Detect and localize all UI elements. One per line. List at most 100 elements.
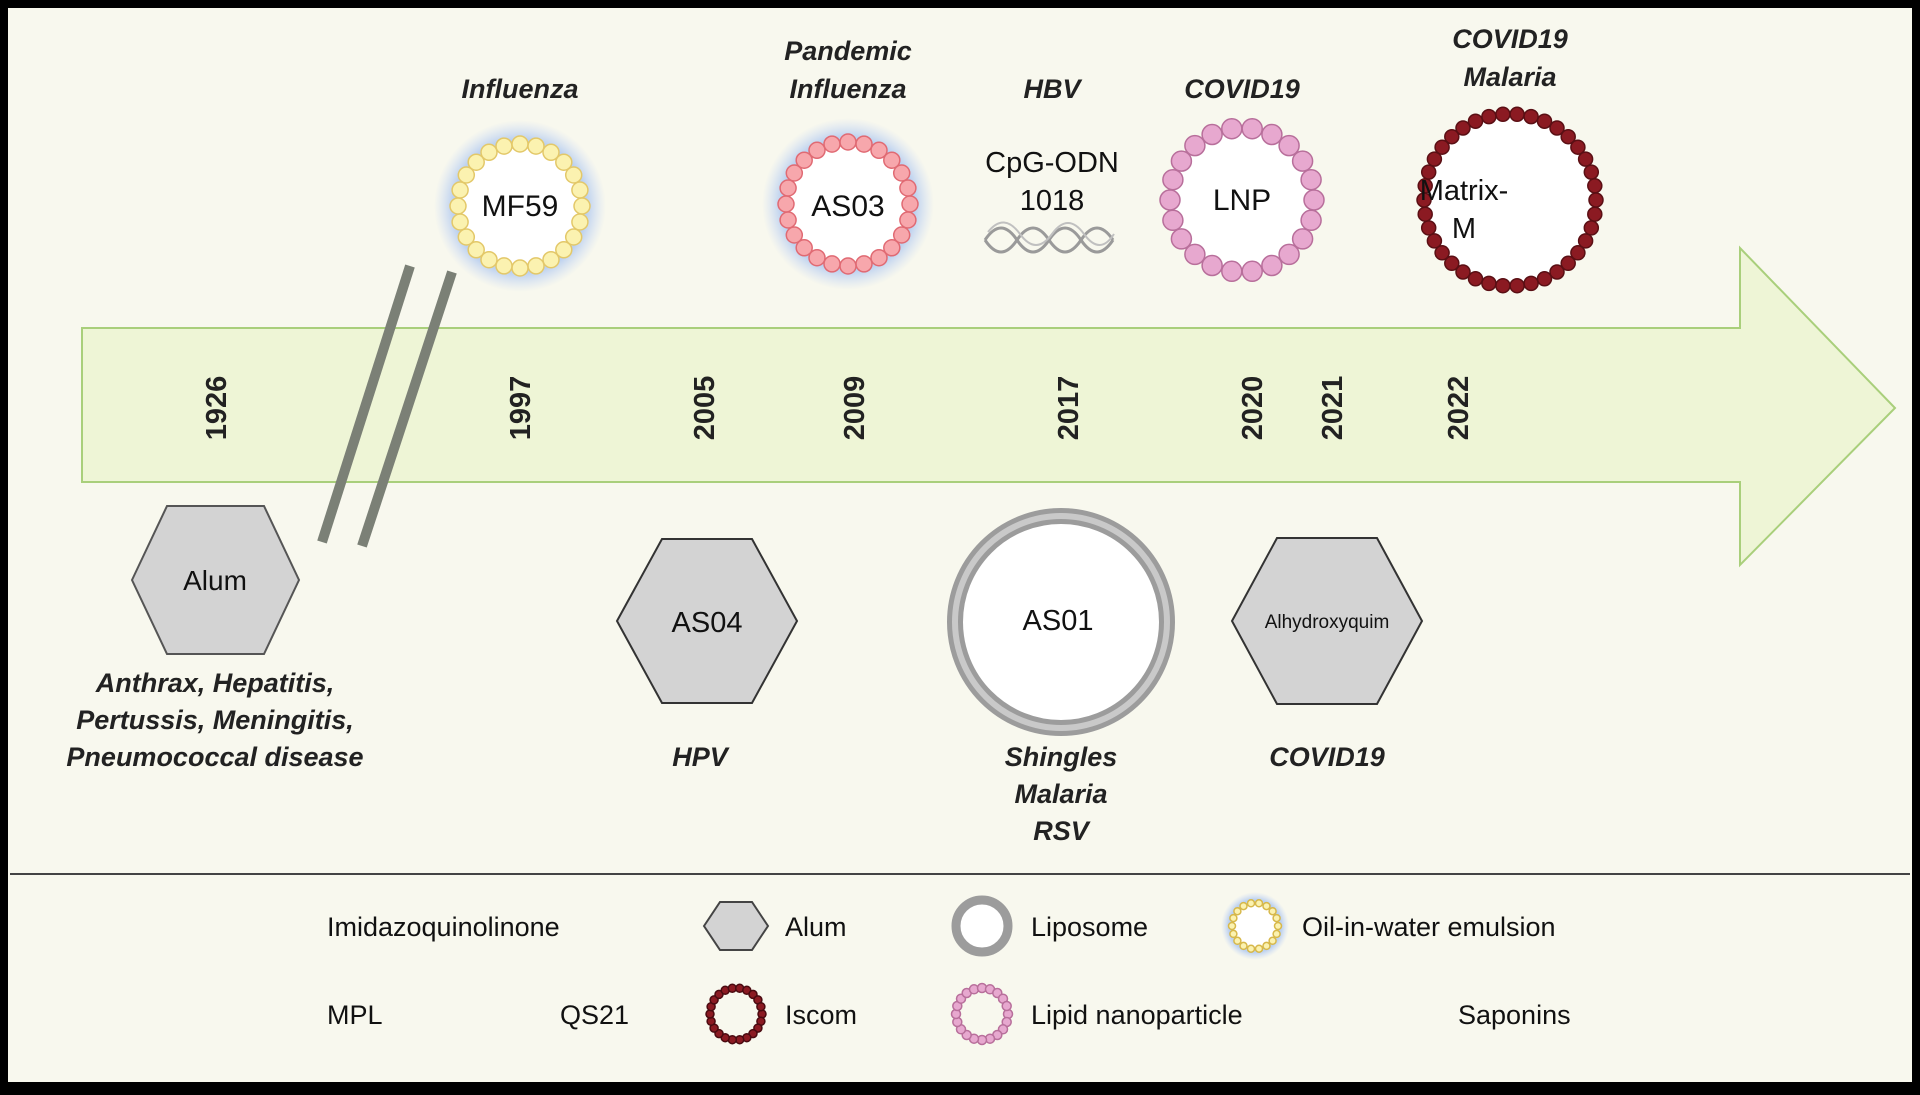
bead (808, 141, 826, 160)
oil-in-water-legend-icon (1221, 892, 1289, 960)
bead (756, 1001, 766, 1012)
bead (1587, 178, 1603, 194)
year-2022: 2022 (1443, 376, 1475, 441)
bead (1577, 151, 1594, 167)
bead (527, 257, 545, 275)
bead (883, 151, 901, 169)
bead (1001, 1000, 1012, 1012)
bead (1481, 275, 1497, 292)
bead (1239, 901, 1248, 911)
bead (1246, 899, 1256, 908)
bead (795, 239, 813, 257)
mf59-label: MF59 (482, 190, 559, 223)
bead (1570, 139, 1586, 155)
bead (495, 257, 513, 275)
bead (870, 141, 888, 160)
bead (1291, 228, 1314, 250)
bead (823, 255, 841, 273)
bead (1162, 168, 1184, 191)
lnp-nanoparticle-icon (1159, 117, 1325, 283)
bead (527, 137, 545, 155)
alum-disease-label-1: Anthrax, Hepatitis, (95, 668, 335, 698)
bead (1426, 151, 1443, 167)
bead (564, 166, 583, 184)
bead (839, 257, 857, 275)
bead (451, 213, 469, 231)
bead (1303, 189, 1325, 211)
year-2021: 2021 (1317, 376, 1349, 441)
legend-oil-in-water: Oil-in-water emulsion (1302, 912, 1556, 942)
bead (571, 213, 589, 231)
matrixm-label-1: Matrix- (1420, 175, 1509, 207)
bead (1261, 254, 1283, 277)
alhydroxyquim-disease-label: COVID19 (1269, 742, 1385, 772)
lnp-disease-label: COVID19 (1184, 74, 1300, 104)
bead (839, 133, 857, 151)
bead (1184, 134, 1206, 157)
bead (467, 153, 485, 171)
cpg-disease-label: HBV (1023, 74, 1082, 104)
bead (1523, 108, 1539, 125)
bead (1509, 277, 1525, 294)
alum-label: Alum (183, 565, 247, 596)
year-1926: 1926 (201, 376, 233, 441)
bead (870, 248, 888, 267)
bead (1254, 944, 1264, 953)
as04-disease-label: HPV (672, 742, 730, 772)
matrixm-iscom-icon (1416, 106, 1604, 294)
legend-alum: Alum (785, 912, 847, 942)
bead (571, 181, 589, 199)
legend-liposome: Liposome (1031, 912, 1148, 942)
bead (1278, 243, 1300, 266)
bead (899, 179, 917, 197)
as01-disease-label-1: Shingles (1005, 742, 1118, 772)
mf59-disease-label: Influenza (461, 74, 578, 104)
bead (1536, 271, 1553, 287)
bead (1241, 117, 1263, 140)
mf59-emulsion-icon (434, 120, 606, 292)
bead (1434, 139, 1450, 155)
timeline-arrow (81, 245, 1897, 568)
bead (1268, 936, 1277, 946)
bead (823, 135, 841, 153)
bead (1509, 106, 1525, 123)
bead (1254, 899, 1264, 908)
bead (1420, 220, 1437, 236)
bead (1467, 113, 1484, 129)
bead (1229, 929, 1238, 939)
alum-legend-icon (702, 901, 770, 951)
cpg-label-1: CpG-ODN (985, 147, 1119, 179)
alum-disease-label-3: Pneumococcal disease (66, 742, 363, 772)
alhydroxyquim-icon (1230, 537, 1424, 705)
bead (511, 135, 529, 153)
bead (795, 151, 813, 169)
bead (1229, 913, 1238, 923)
year-2005: 2005 (689, 376, 721, 441)
bead (1455, 120, 1471, 136)
bead (1159, 189, 1181, 211)
bead (511, 259, 529, 277)
bead (1426, 233, 1443, 249)
bead (1272, 929, 1281, 939)
year-2017: 2017 (1053, 376, 1085, 441)
bead (467, 241, 485, 259)
dna-helix-icon (983, 221, 1115, 254)
bead (1273, 921, 1283, 931)
axis-break-mark (357, 270, 457, 548)
bead (899, 211, 917, 229)
matrixm-disease-label-1: COVID19 (1452, 24, 1568, 54)
bead (1239, 941, 1248, 951)
bead (1434, 245, 1450, 261)
bead (1162, 209, 1184, 232)
bead (1495, 106, 1511, 123)
bead (1549, 264, 1565, 280)
as01-liposome-icon (947, 508, 1175, 736)
bead (1560, 128, 1576, 145)
bead (542, 250, 560, 269)
bead (855, 135, 873, 153)
legend: Imidazoquinolinone Alum Liposome Oil-in-… (327, 892, 1571, 1046)
bead (855, 255, 873, 273)
bead (1262, 941, 1271, 951)
bead (1246, 944, 1256, 953)
